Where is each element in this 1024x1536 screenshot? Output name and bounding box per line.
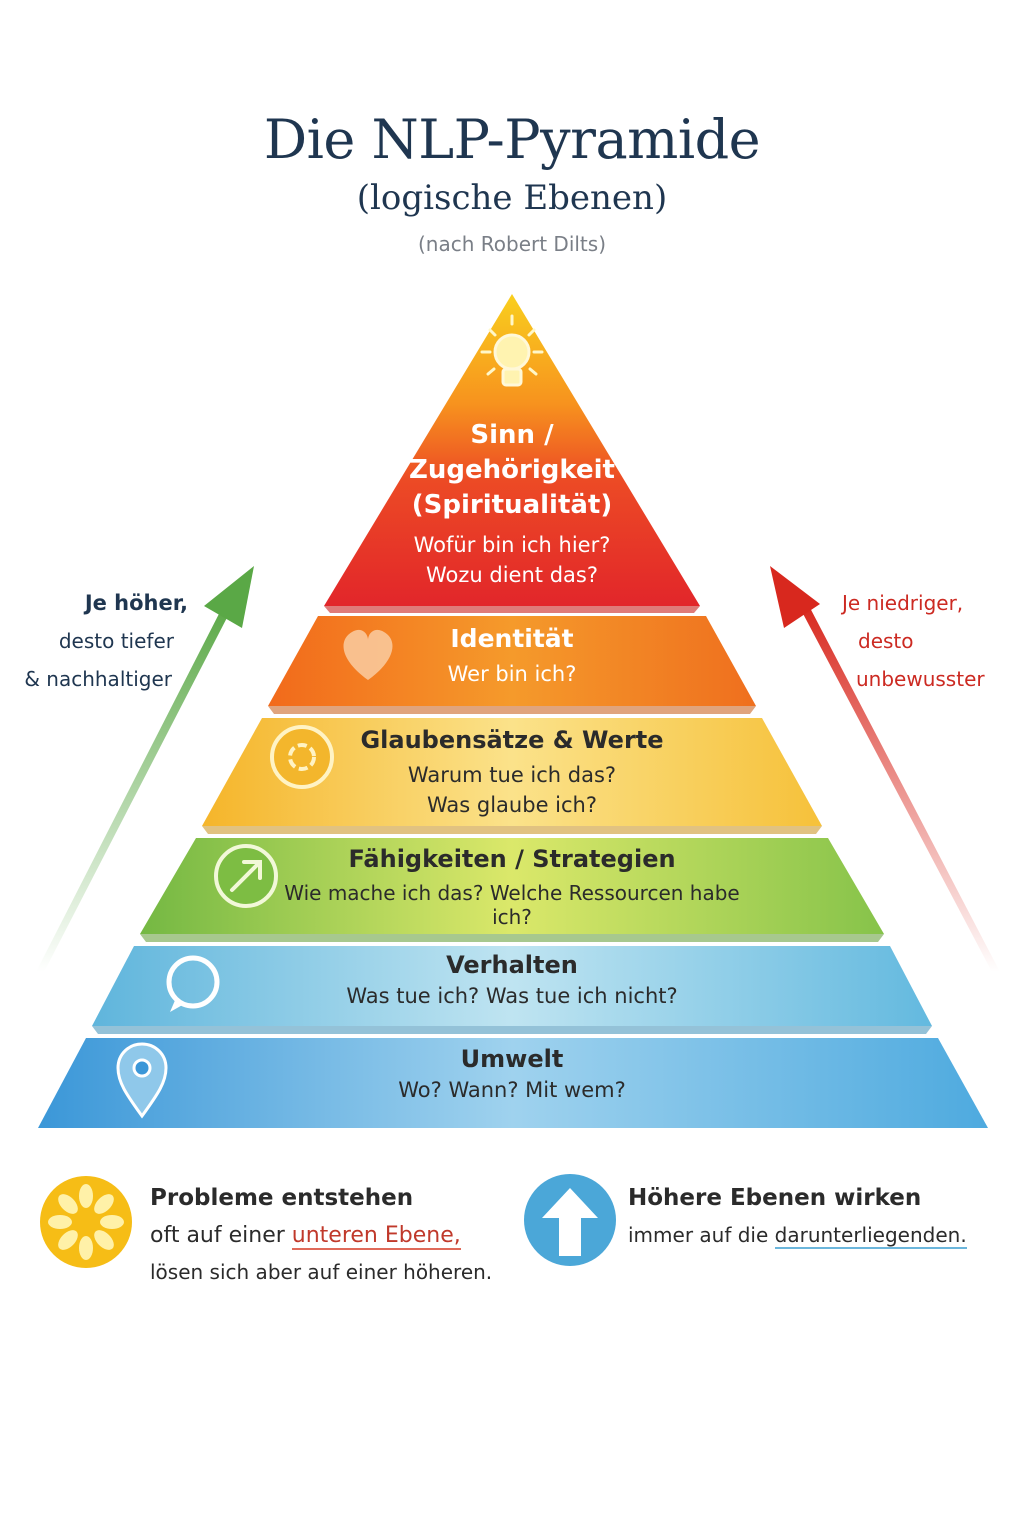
note-higher-levels-line-2: immer auf die darunterliegenden. (628, 1217, 1018, 1254)
heart-icon (343, 629, 393, 680)
level-glaubenssaetze-question-2: Was glaube ich? (426, 793, 597, 817)
note-problems-title: Probleme entstehen (150, 1185, 414, 1211)
right-arrow-line-3: unbewusster (856, 667, 985, 691)
level-sinn-title-line-2: Zugehörigkeit (409, 455, 615, 485)
level-sinn-title: Sinn / Zugehörigkeit (Spiritualität) (362, 418, 662, 523)
left-arrow-line-1: Je höher, (84, 591, 188, 615)
level-glaubenssaetze-shape (202, 718, 822, 826)
level-faehigkeiten-title: Fähigkeiten / Strategien (348, 845, 676, 873)
page-title: Die NLP-Pyramide (263, 108, 761, 171)
left-arrow-line-3: & nachhaltiger (24, 667, 172, 691)
right-arrow-line-1: Je niedriger, (842, 591, 964, 615)
level-sinn-title-line-1: Sinn / (470, 420, 554, 450)
note-problems-prefix: oft auf einer (150, 1223, 292, 1248)
note-problems: Probleme entstehen oft auf einer unteren… (150, 1180, 530, 1291)
level-sinn-shape (324, 294, 700, 606)
compass-icon (214, 844, 278, 908)
left-arrow-label: Je höher, desto tiefer & nachhaltiger (4, 584, 188, 698)
right-arrow-label: Je niedriger, desto unbewusster (842, 584, 1022, 698)
left-arrow-line-2: desto tiefer (58, 629, 174, 653)
level-umwelt-title: Umwelt (460, 1045, 564, 1073)
level-glaubenssaetze-question-1: Warum tue ich das? (407, 763, 617, 787)
arrow-up-icon (524, 1174, 616, 1266)
note-problems-line-2: oft auf einer unteren Ebene, (150, 1217, 530, 1254)
arrow-up-right-icon (770, 566, 1000, 972)
level-umwelt-shape (38, 1038, 988, 1128)
note-higher-levels: Höhere Ebenen wirken immer auf die darun… (628, 1180, 1018, 1254)
attribution: (nach Robert Dilts) (418, 232, 606, 256)
level-sinn-question-2: Wozu dient das? (426, 563, 598, 587)
level-glaubenssaetze-questions: Warum tue ich das? Was glaube ich? (312, 760, 712, 820)
sun-icon (40, 1176, 132, 1268)
location-pin-icon (116, 1042, 168, 1119)
level-identitaet-title: Identität (450, 624, 574, 653)
level-sinn-questions: Wofür bin ich hier? Wozu dient das? (362, 530, 662, 590)
level-faehigkeiten-shape (140, 838, 884, 934)
lightbulb-icon (480, 314, 544, 387)
level-umwelt-question: Wo? Wann? Mit wem? (398, 1078, 626, 1102)
level-verhalten-question: Was tue ich? Was tue ich nicht? (346, 984, 678, 1008)
note-higher-levels-title: Höhere Ebenen wirken (628, 1185, 922, 1211)
speech-bubble-icon (166, 955, 220, 1012)
level-identitaet-question: Wer bin ich? (447, 662, 577, 686)
target-icon (270, 725, 334, 789)
arrow-up-left-icon (36, 566, 254, 972)
note-higher-levels-prefix: immer auf die (628, 1223, 775, 1247)
level-sinn-title-line-3: (Spiritualität) (411, 490, 613, 520)
level-verhalten-title: Verhalten (446, 951, 578, 979)
note-higher-levels-highlight: darunterliegenden. (774, 1223, 967, 1249)
level-verhalten-shape (92, 946, 932, 1026)
note-problems-line-3: lösen sich aber auf einer höheren. (150, 1260, 493, 1284)
note-problems-highlight: unteren Ebene, (291, 1223, 461, 1250)
page-subtitle: (logische Ebenen) (356, 178, 668, 218)
level-faehigkeiten-question: Wie mache ich das? Welche Ressourcen hab… (284, 881, 740, 929)
right-arrow-line-2: desto (858, 629, 914, 653)
level-glaubenssaetze-title: Glaubensätze & Werte (360, 726, 664, 754)
level-sinn-question-1: Wofür bin ich hier? (413, 533, 611, 557)
